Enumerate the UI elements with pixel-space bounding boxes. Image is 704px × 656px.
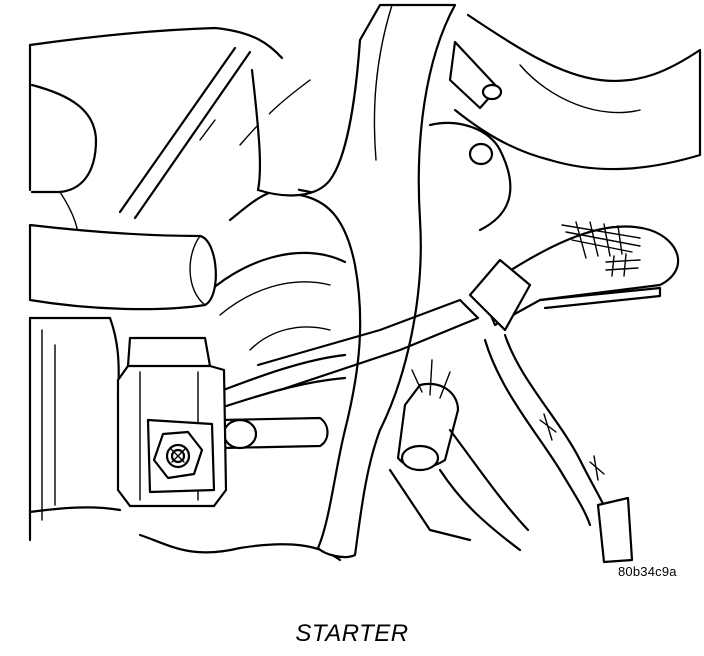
- figure-code: 80b34c9a: [618, 564, 677, 579]
- coolant-hose-left: [28, 223, 217, 311]
- figure-caption: STARTER: [295, 620, 409, 647]
- engine-block-outline: [28, 26, 352, 562]
- starter-body: [208, 298, 530, 552]
- starter-connector: [116, 336, 228, 508]
- diagonal-rods: [118, 46, 252, 220]
- upper-right-hose: [428, 13, 702, 232]
- vertical-hose: [250, 3, 457, 559]
- wiring-harness: [468, 221, 680, 564]
